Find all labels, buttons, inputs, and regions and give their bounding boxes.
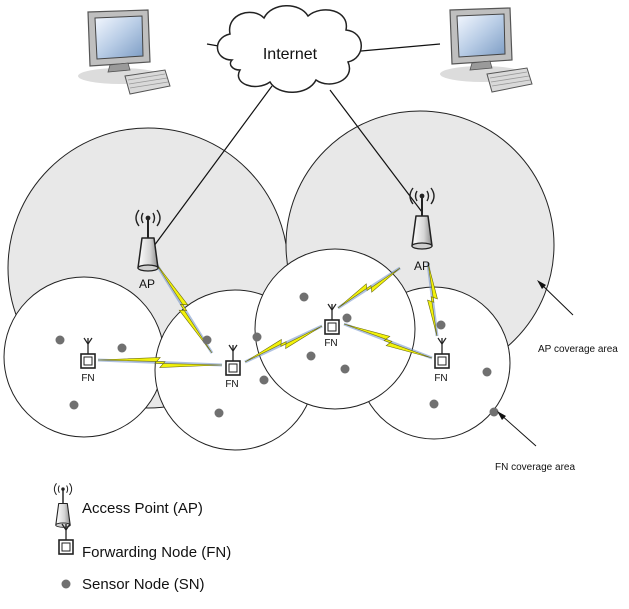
sensor-node-icon	[482, 367, 492, 377]
sensor-node-icon	[340, 364, 350, 374]
ap-label-right: AP	[414, 259, 430, 273]
sensor-node-icon	[117, 343, 127, 353]
wireless-link-bolt	[244, 325, 323, 363]
sensor-node-icon	[489, 407, 499, 417]
ap-coverage-label: AP coverage area	[538, 344, 618, 355]
desktop-computer-icon-left	[77, 9, 171, 95]
sensor-node-icon	[299, 292, 309, 302]
sensor-nodes	[55, 292, 499, 418]
sensor-node-icon	[69, 400, 79, 410]
ap-label-left: AP	[139, 277, 155, 291]
sensor-node-icon	[252, 332, 262, 342]
wired-link-left	[147, 85, 273, 255]
fn-coverage-arrowhead	[497, 411, 506, 420]
internet-label: Internet	[263, 46, 318, 63]
access-point-icon-legend	[53, 482, 73, 528]
wireless-link-bolt	[427, 262, 438, 337]
wireless-link-bolt	[337, 267, 401, 309]
sensor-node-icon	[214, 408, 224, 418]
legend-forwarding-node: Forwarding Node (FN)	[82, 544, 232, 561]
sensor-node-icon-legend	[61, 579, 71, 589]
fn-coverage-arrow	[499, 413, 537, 447]
ap-coverage-arrow	[539, 282, 574, 316]
sensor-node-icon	[259, 375, 269, 385]
forwarding-node-icon-legend	[58, 523, 74, 555]
wired-link-right	[329, 89, 423, 213]
sensor-node-icon	[55, 335, 65, 345]
legend-sensor-node: Sensor Node (SN)	[82, 576, 205, 593]
wireless-link-bolt	[154, 261, 213, 354]
wireless-link-bolt	[97, 357, 223, 368]
wireless-link-icon	[97, 261, 439, 368]
sensor-node-icon	[342, 313, 352, 323]
fn-label-2: FN	[225, 379, 238, 390]
fn-label-4: FN	[434, 373, 447, 384]
desktop-computer-icon-right	[439, 7, 533, 93]
sensor-node-icon	[436, 320, 446, 330]
fn-coverage-label: FN coverage area	[495, 462, 575, 473]
wireless-link-bolt	[343, 323, 433, 359]
sensor-node-icon	[202, 335, 212, 345]
fn-label-1: FN	[81, 373, 94, 384]
sensor-node-icon	[306, 351, 316, 361]
ap-coverage-arrowhead	[537, 280, 546, 289]
fn-label-3: FN	[324, 338, 337, 349]
legend-access-point: Access Point (AP)	[82, 500, 203, 517]
wired-link-computer-right	[349, 43, 441, 53]
internet-cloud-icon	[216, 5, 362, 93]
sensor-node-icon	[429, 399, 439, 409]
